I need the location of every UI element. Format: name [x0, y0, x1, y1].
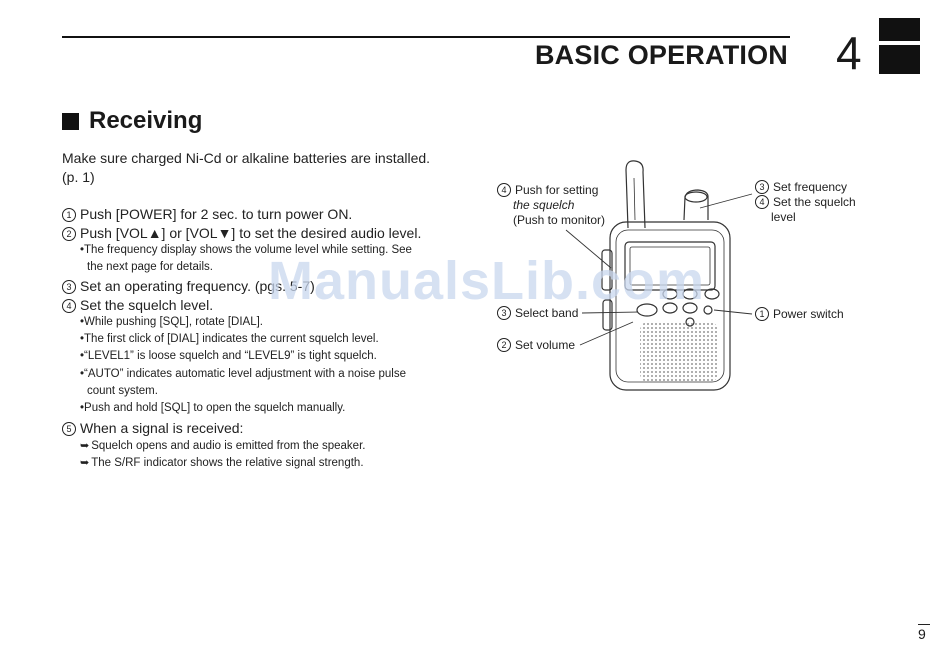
page-number: 9 [918, 626, 926, 642]
callout-number: 1 [755, 307, 769, 321]
step4-note-2: •The first click of [DIAL] indicates the… [80, 333, 379, 345]
step-text: Set an operating frequency. (pgs. 5-7) [80, 278, 315, 294]
callout-text: Push for setting [515, 183, 599, 197]
step5-note-2: ➥The S/RF indicator shows the relative s… [80, 456, 364, 469]
callout-text: Select band [515, 306, 579, 320]
radio-body-shape [609, 221, 731, 391]
callout-number: 4 [497, 183, 511, 197]
chapter-tab-gap [879, 41, 920, 45]
watermark: ManualsLib.com [268, 251, 706, 311]
callout-number: 3 [755, 180, 769, 194]
callout-text: (Push to monitor) [513, 213, 606, 227]
callout-select-band: 3 Select band [497, 306, 578, 320]
callout-text: the squelch [513, 198, 575, 212]
square-bullet-icon [62, 112, 79, 130]
callout-text: Set the squelch [773, 195, 856, 209]
section-heading: Receiving [62, 107, 202, 135]
step4-note-1: •While pushing [SQL], rotate [DIAL]. [80, 316, 264, 328]
callout-number: 2 [497, 338, 511, 352]
chapter-title: BASIC OPERATION [534, 40, 788, 70]
step-number: 4 [62, 299, 76, 313]
callout-set-frequency: 3 Set frequency 4 Set the squelch level [755, 180, 856, 225]
callout-number: 3 [497, 306, 511, 320]
step4-note-6: •Push and hold [SQL] to open the squelch… [80, 402, 346, 414]
chapter-tab-marker [879, 18, 920, 74]
step-text: Push [POWER] for 2 sec. to turn power ON… [80, 206, 353, 222]
step-5: 5 When a signal is received: [62, 420, 243, 436]
step4-note-3: •“LEVEL1” is loose squelch and “LEVEL9” … [80, 350, 377, 362]
arrow-right-icon: ➥ [80, 457, 90, 469]
display-shape [624, 241, 716, 291]
step-number: 1 [62, 208, 76, 222]
step-3: 3 Set an operating frequency. (pgs. 5-7) [62, 278, 315, 294]
step5-note-text: The S/RF indicator shows the relative si… [91, 457, 364, 469]
dial-knob-shape [683, 189, 709, 221]
page-number-rule [918, 624, 930, 625]
callout-text: Set volume [515, 338, 576, 352]
step-text: Set the squelch level. [80, 297, 214, 313]
step-text: When a signal is received: [80, 420, 244, 436]
section-heading-text: Receiving [89, 107, 203, 134]
callout-set-volume: 2 Set volume [497, 338, 575, 352]
intro-text: Make sure charged Ni-Cd or alkaline batt… [62, 149, 430, 187]
step2-note-1: •The frequency display shows the volume … [80, 244, 412, 256]
callout-push-setting: 4 Push for setting the squelch (Push to m… [497, 183, 605, 228]
callout-power-switch: 1 Power switch [755, 307, 844, 321]
header-rule [62, 36, 790, 38]
step-text: Push [VOL▲] or [VOL▼] to set the desired… [80, 225, 422, 241]
step-number: 2 [62, 227, 76, 241]
callout-text: level [771, 210, 796, 224]
step5-note-text: Squelch opens and audio is emitted from … [91, 440, 366, 452]
intro-line-1: Make sure charged Ni-Cd or alkaline batt… [62, 150, 431, 166]
leader-select-band [581, 311, 639, 314]
leader-set-frequency [699, 193, 753, 209]
step-1: 1 Push [POWER] for 2 sec. to turn power O… [62, 206, 352, 222]
step2-note-2: the next page for details. [87, 261, 213, 273]
intro-line-2: (p. 1) [62, 169, 95, 185]
step-2: 2 Push [VOL▲] or [VOL▼] to set the desire… [62, 225, 421, 241]
antenna-shape [625, 160, 646, 229]
leader-push-setting [565, 229, 612, 269]
callout-number: 4 [755, 195, 769, 209]
step4-note-5: count system. [87, 385, 158, 397]
step4-note-4: •“AUTO” indicates automatic level adjust… [80, 368, 406, 380]
leader-power-switch [713, 309, 753, 315]
arrow-right-icon: ➥ [80, 440, 90, 452]
chapter-number: 4 [836, 27, 862, 79]
radio-illustration [565, 160, 753, 391]
callout-text: Power switch [773, 307, 844, 321]
step-number: 5 [62, 422, 76, 436]
step-number: 3 [62, 280, 76, 294]
speaker-grille-shape [640, 322, 718, 382]
callout-text: Set frequency [773, 180, 848, 194]
step-4: 4 Set the squelch level. [62, 297, 213, 313]
leader-set-volume [579, 321, 634, 346]
step5-note-1: ➥Squelch opens and audio is emitted from… [80, 439, 365, 452]
